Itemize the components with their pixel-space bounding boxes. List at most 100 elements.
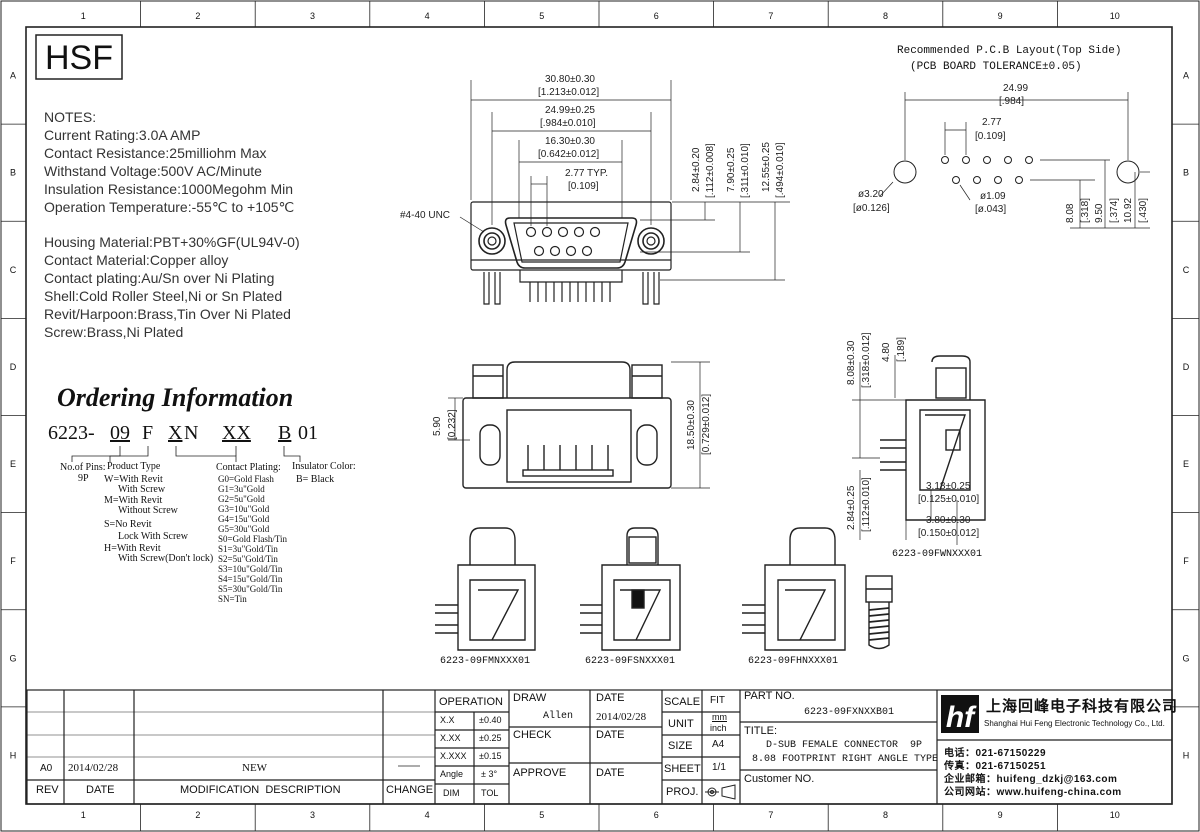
dim-24-99-in: [.984±0.010] [540, 118, 596, 129]
zone-column-top: 2 [195, 11, 200, 21]
zone-column-bottom: 8 [883, 810, 888, 820]
side-vdim-4-80: 4.80 [881, 342, 892, 362]
product-type: Without Screw [118, 505, 178, 516]
vdim-7-90-in: [.311±0.010] [740, 143, 751, 198]
zone-row-right: D [1183, 362, 1190, 372]
pcb-vdim-10-92-in: [.430] [1138, 197, 1149, 223]
tol-label: Angle [440, 769, 464, 779]
side-view [852, 355, 986, 545]
header-change: CHANGE [386, 784, 434, 796]
scale-label: SCALE [664, 696, 701, 708]
part-no: 6223-09FXNXXB01 [804, 707, 895, 718]
approve-label: APPROVE [513, 767, 567, 779]
draw-name: Allen [543, 711, 574, 722]
customer-label: Customer NO. [744, 773, 815, 785]
pcb-layout [879, 92, 1150, 229]
side-vdim-2-84: 2.84±0.25 [846, 485, 857, 530]
side-vdim-2-84-in: [.112±0.010] [861, 477, 872, 532]
note-line: Insulation Resistance:1000Megohm Min [44, 181, 294, 197]
zone-column-top: 1 [81, 11, 86, 21]
date-label-draw: DATE [596, 692, 625, 704]
note-line: Shell:Cold Roller Steel,Ni or Sn Plated [44, 288, 283, 304]
zone-row-right: G [1182, 653, 1189, 663]
code-b: B [278, 422, 292, 444]
dim-24-99: 24.99±0.25 [545, 105, 595, 116]
vdim-12-55: 12.55±0.25 [761, 142, 772, 192]
side-hdim-3-80: 3.80±0.30 [926, 515, 971, 526]
side-hdim-3-18: 3.18±0.25 [926, 481, 971, 492]
zone-column-bottom: 9 [998, 810, 1003, 820]
dim-2-77: 2.77 TYP. [565, 168, 608, 179]
projection-symbol-icon [705, 784, 736, 800]
variant-label-fhn: 6223-09FHNXXX01 [748, 656, 839, 667]
variant-fmn [435, 527, 536, 651]
title-label: TITLE: [744, 725, 778, 737]
unit-mm: mm [712, 712, 727, 722]
vdim-2-84: 2.84±0.20 [691, 147, 702, 192]
zone-row-right: C [1183, 265, 1190, 275]
note-line: Contact Material:Copper alloy [44, 252, 229, 268]
company-name-cn: 上海回峰电子科技有限公司 [986, 698, 1179, 715]
tol-value: TOL [481, 788, 499, 798]
side-hdim-3-18-in: [0.125±0.010] [918, 494, 980, 505]
note-line: Revit/Harpoon:Brass,Tin Over Ni Plated [44, 306, 291, 322]
zone-row-left: B [10, 168, 16, 178]
pcb-dim-2-77-in: [0.109] [975, 131, 1006, 142]
operation-label: OPERATION [439, 696, 503, 708]
pcb-vdim-8-08-in: [.318] [1080, 197, 1091, 223]
thread-callout: #4-40 UNC [400, 210, 451, 221]
dim-16-30: 16.30±0.30 [545, 136, 595, 147]
product-type: S=No Revit [104, 519, 152, 530]
side-vdim-4-80-in: [.189] [896, 336, 907, 362]
company-name-en: Shanghai Hui Feng Electronic Technology … [984, 719, 1165, 728]
draw-date: 2014/02/28 [596, 711, 647, 723]
zone-column-bottom: 10 [1110, 810, 1120, 820]
variant-fsn [580, 527, 681, 651]
pcb-dim-2-77: 2.77 [982, 117, 1002, 128]
front-view [459, 80, 790, 305]
zone-column-bottom: 4 [425, 810, 430, 820]
plating-option: S0=Gold Flash/Tin [218, 534, 288, 544]
zone-row-left: G [9, 653, 16, 663]
plating-option: G3=10u"Gold [218, 504, 270, 514]
zone-column-top: 3 [310, 11, 315, 21]
zone-column-top: 8 [883, 11, 888, 21]
insulator-value: B= Black [296, 474, 335, 485]
rev-letter: A0 [40, 763, 53, 774]
plating-option: G0=Gold Flash [218, 474, 274, 484]
product-type: With Screw(Don't lock) [118, 553, 214, 564]
zone-column-top: 10 [1110, 11, 1120, 21]
logo-box [35, 34, 123, 80]
plating-label: Contact Plating: [216, 462, 281, 473]
top-dim-5-90-in: [0.232] [447, 409, 458, 440]
plating-option: SN=Tin [218, 594, 247, 604]
logo-text: HSF [45, 39, 113, 77]
dim-16-30-in: [0.642±0.012] [538, 149, 600, 160]
variant-fhn [742, 527, 893, 651]
zone-row-left: H [10, 750, 17, 760]
zone-row-left: E [10, 459, 16, 469]
product-type: With Screw [118, 484, 166, 495]
company-fax: 传真：021-67150251 [944, 761, 1047, 772]
code-pins: 09 [110, 422, 130, 444]
note-line: Housing Material:PBT+30%GF(UL94V-0) [44, 234, 300, 250]
date-label-check: DATE [596, 729, 625, 741]
sheet-label: SHEET [664, 763, 701, 775]
side-vdim-8-08-in: [.318±0.012] [861, 332, 872, 388]
zone-row-left: C [10, 265, 17, 275]
note-line: Screw:Brass,Ni Plated [44, 324, 184, 340]
ordering-leader-lines [71, 446, 301, 462]
pcb-title: Recommended P.C.B Layout(Top Side) [897, 45, 1122, 57]
plating-option: S3=10u"Gold/Tin [218, 564, 283, 574]
zone-row-right: A [1183, 71, 1189, 81]
top-dim-18-50-in: [0.729±0.012] [701, 393, 712, 455]
company-web: 公司网站：www.huifeng-china.com [944, 787, 1122, 798]
header-modification: MODIFICATION DESCRIPTION [180, 784, 341, 796]
zone-row-right: E [1183, 459, 1189, 469]
date-label-approve: DATE [596, 767, 625, 779]
vdim-2-84-in: [.112±0.008] [705, 143, 716, 198]
proj-label: PROJ. [666, 786, 699, 798]
product-type: H=With Revit [104, 543, 161, 554]
